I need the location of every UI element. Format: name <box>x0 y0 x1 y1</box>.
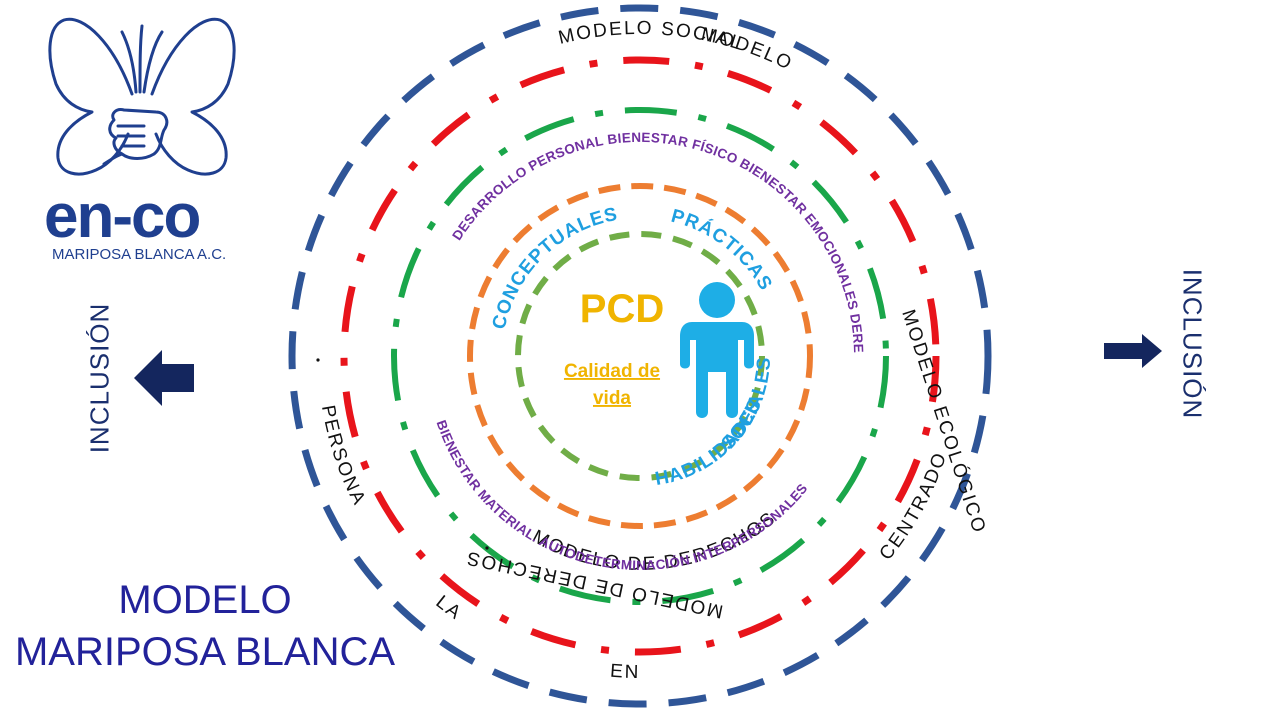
label-la: LA <box>432 592 464 625</box>
person-icon <box>680 282 754 418</box>
orange-ring <box>467 183 813 529</box>
dot-marker <box>485 546 489 550</box>
butterfly-hand-icon <box>48 17 236 176</box>
quality-line-2: vida <box>593 388 631 409</box>
label-modelo: MODELO <box>699 24 794 75</box>
svg-text:PERSONA: PERSONA <box>317 404 370 510</box>
outer-ring <box>288 4 992 708</box>
skill-practicas: PRÁCTICAS <box>669 206 775 295</box>
label-persona: PERSONA <box>317 404 368 510</box>
arrow-right-icon <box>1104 334 1162 368</box>
svg-text:EN: EN <box>609 661 640 683</box>
enco-logo: en-co MARIPOSA BLANCA A.C. <box>44 14 240 263</box>
quality-line-1: Calidad de <box>564 361 660 382</box>
lime-ring <box>515 231 765 481</box>
svg-text:PRÁCTICAS: PRÁCTICAS <box>669 206 776 295</box>
green-ring <box>391 107 889 605</box>
svg-text:LA: LA <box>432 592 466 625</box>
dot-marker <box>316 358 320 362</box>
label-en: EN <box>609 661 638 683</box>
logo-brand-text: en-co <box>44 182 201 251</box>
pcd-label: PCD <box>580 287 664 331</box>
title-line-2: MARIPOSA BLANCA <box>14 630 396 674</box>
title-line-1: MODELO <box>118 578 292 622</box>
red-ring <box>340 56 940 656</box>
arrow-left-icon <box>134 350 194 406</box>
model-title: MODELO MARIPOSA BLANCA <box>0 574 410 678</box>
svg-text:MODELO: MODELO <box>699 24 796 75</box>
logo-subtitle: MARIPOSA BLANCA A.C. <box>52 246 227 263</box>
